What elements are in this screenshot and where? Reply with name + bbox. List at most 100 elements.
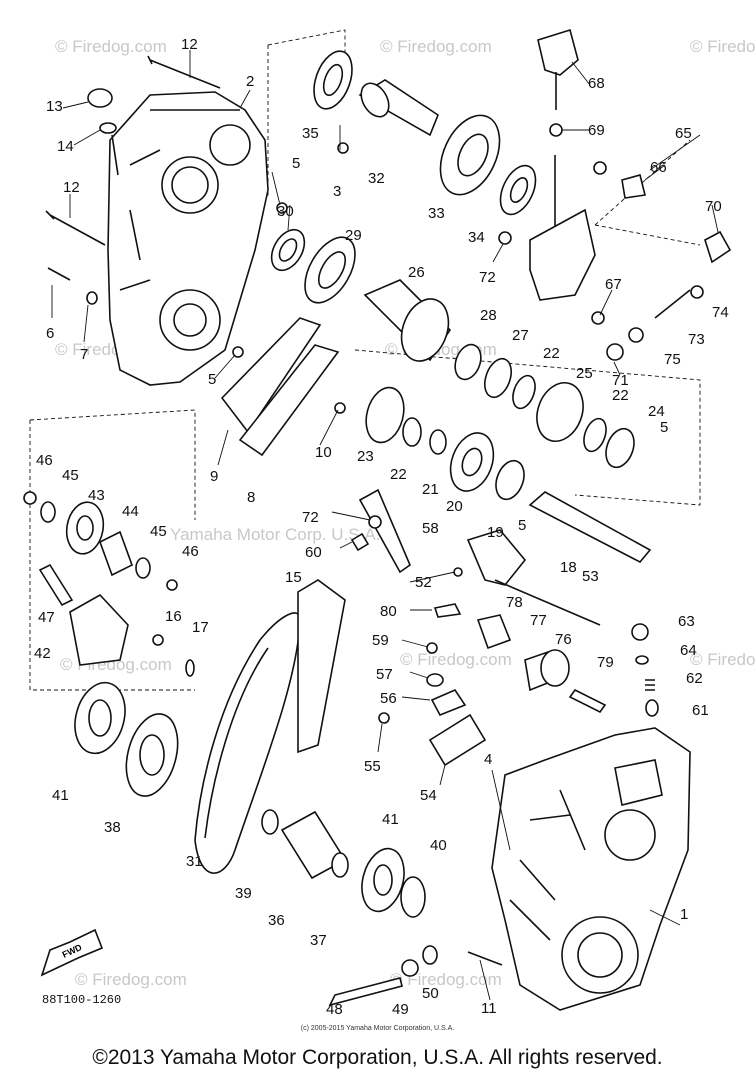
part-label: 41 — [382, 811, 399, 828]
secondary-shaft-26 — [363, 279, 635, 469]
watermark: © Firedog.com — [55, 37, 167, 56]
part-label: 46 — [36, 452, 53, 469]
part-label: 61 — [692, 702, 709, 719]
watermark-layer: © Firedog.com © Firedog.com © Firedog.co… — [55, 37, 755, 989]
part-label: 11 — [481, 1000, 497, 1017]
part-label: 65 — [675, 125, 692, 142]
watermark: © Firedog.com — [690, 650, 755, 669]
primary-shaft-18 — [334, 386, 652, 564]
part-label: 27 — [512, 327, 529, 344]
part-label: 47 — [38, 609, 55, 626]
part-label: 26 — [408, 264, 425, 281]
fwd-arrow-icon: FWD — [40, 928, 104, 977]
part-label: 22 — [612, 387, 629, 404]
part-label: 12 — [181, 36, 198, 53]
part-label: 52 — [415, 574, 432, 591]
part-label: 70 — [705, 198, 722, 215]
part-label: 79 — [597, 654, 614, 671]
part-label: 66 — [650, 159, 667, 176]
idler-group — [23, 491, 195, 677]
part-number-labels: 1 2 3 4 5 5 5 5 6 7 8 9 10 11 12 12 13 1… — [34, 36, 729, 1018]
part-label: 59 — [372, 632, 389, 649]
part-label: 19 — [487, 524, 504, 541]
part-label: 57 — [376, 666, 393, 683]
part-label: 36 — [268, 912, 285, 929]
part-label: 4 — [484, 751, 492, 768]
part-label: 45 — [150, 523, 167, 540]
part-label: 49 — [392, 1001, 409, 1018]
part-label: 1 — [680, 906, 688, 923]
group-outlines — [29, 29, 701, 691]
part-label: 42 — [34, 645, 51, 662]
part-label: 76 — [555, 631, 572, 648]
part-label: 23 — [357, 448, 374, 465]
part-label: 44 — [122, 503, 139, 520]
drain-plug-parts — [631, 623, 659, 717]
drive-shaft-32 — [358, 79, 537, 245]
shift-forks — [350, 488, 601, 626]
part-label: 16 — [165, 608, 182, 625]
part-label: 31 — [186, 853, 203, 870]
part-label: 33 — [428, 205, 445, 222]
part-label: 30 — [277, 203, 294, 220]
part-label: 64 — [680, 642, 697, 659]
part-label: 5 — [292, 155, 300, 172]
bolts-top — [45, 55, 221, 305]
part-label: 17 — [192, 619, 209, 636]
part-label: 9 — [210, 468, 218, 485]
part-label: 50 — [422, 985, 439, 1002]
part-label: 28 — [480, 307, 497, 324]
part-label: 10 — [315, 444, 332, 461]
part-label: 32 — [368, 170, 385, 187]
part-label: 67 — [605, 276, 622, 293]
part-label: 18 — [560, 559, 577, 576]
part-label: 77 — [530, 612, 547, 629]
part-label: 22 — [543, 345, 560, 362]
part-label: 68 — [588, 75, 605, 92]
part-label: 34 — [468, 229, 485, 246]
part-label: 72 — [302, 509, 319, 526]
lower-left-gears — [74, 681, 179, 797]
part-label: 25 — [576, 365, 593, 382]
part-label: 40 — [430, 837, 447, 854]
part-label: 60 — [305, 544, 322, 561]
part-label: 5 — [208, 371, 216, 388]
detent-assembly — [378, 603, 607, 767]
watermark-center: Yamaha Motor Corp. U.S.A. — [170, 525, 380, 544]
part-label: 80 — [380, 603, 397, 620]
watermark: © Firedog.com — [75, 970, 187, 989]
crankcase-right — [491, 727, 691, 1011]
part-label: 71 — [612, 372, 629, 389]
part-label: 5 — [518, 517, 526, 534]
part-label: 20 — [446, 498, 463, 515]
part-label: 14 — [57, 138, 74, 155]
part-label: 22 — [390, 466, 407, 483]
bottom-bolts — [328, 945, 503, 1007]
part-label: 24 — [648, 403, 665, 420]
watermark: © Firedog.com — [690, 37, 755, 56]
watermark: © Firedog.com — [380, 37, 492, 56]
small-copyright: (c) 2005-2015 Yamaha Motor Corporation, … — [300, 1025, 455, 1032]
part-label: 37 — [310, 932, 327, 949]
part-label: 62 — [686, 670, 703, 687]
watermark: © Firedog.com — [400, 650, 512, 669]
part-label: 39 — [235, 885, 252, 902]
shift-lever-assembly — [529, 28, 732, 361]
part-label: 46 — [182, 543, 199, 560]
copyright-footer: ©2013 Yamaha Motor Corporation, U.S.A. A… — [92, 1046, 663, 1069]
part-label: 55 — [364, 758, 381, 775]
part-label: 29 — [345, 227, 362, 244]
part-label: 21 — [422, 481, 439, 498]
part-label: 58 — [422, 520, 439, 537]
bearings-upper — [232, 50, 356, 358]
part-label: 48 — [326, 1001, 343, 1018]
part-label: 74 — [712, 304, 729, 321]
part-label: 41 — [52, 787, 69, 804]
part-label: 13 — [46, 98, 63, 115]
part-label: 73 — [688, 331, 705, 348]
part-label: 35 — [302, 125, 319, 142]
leader-lines — [51, 50, 719, 1001]
gaskets-8-9 — [220, 317, 340, 457]
